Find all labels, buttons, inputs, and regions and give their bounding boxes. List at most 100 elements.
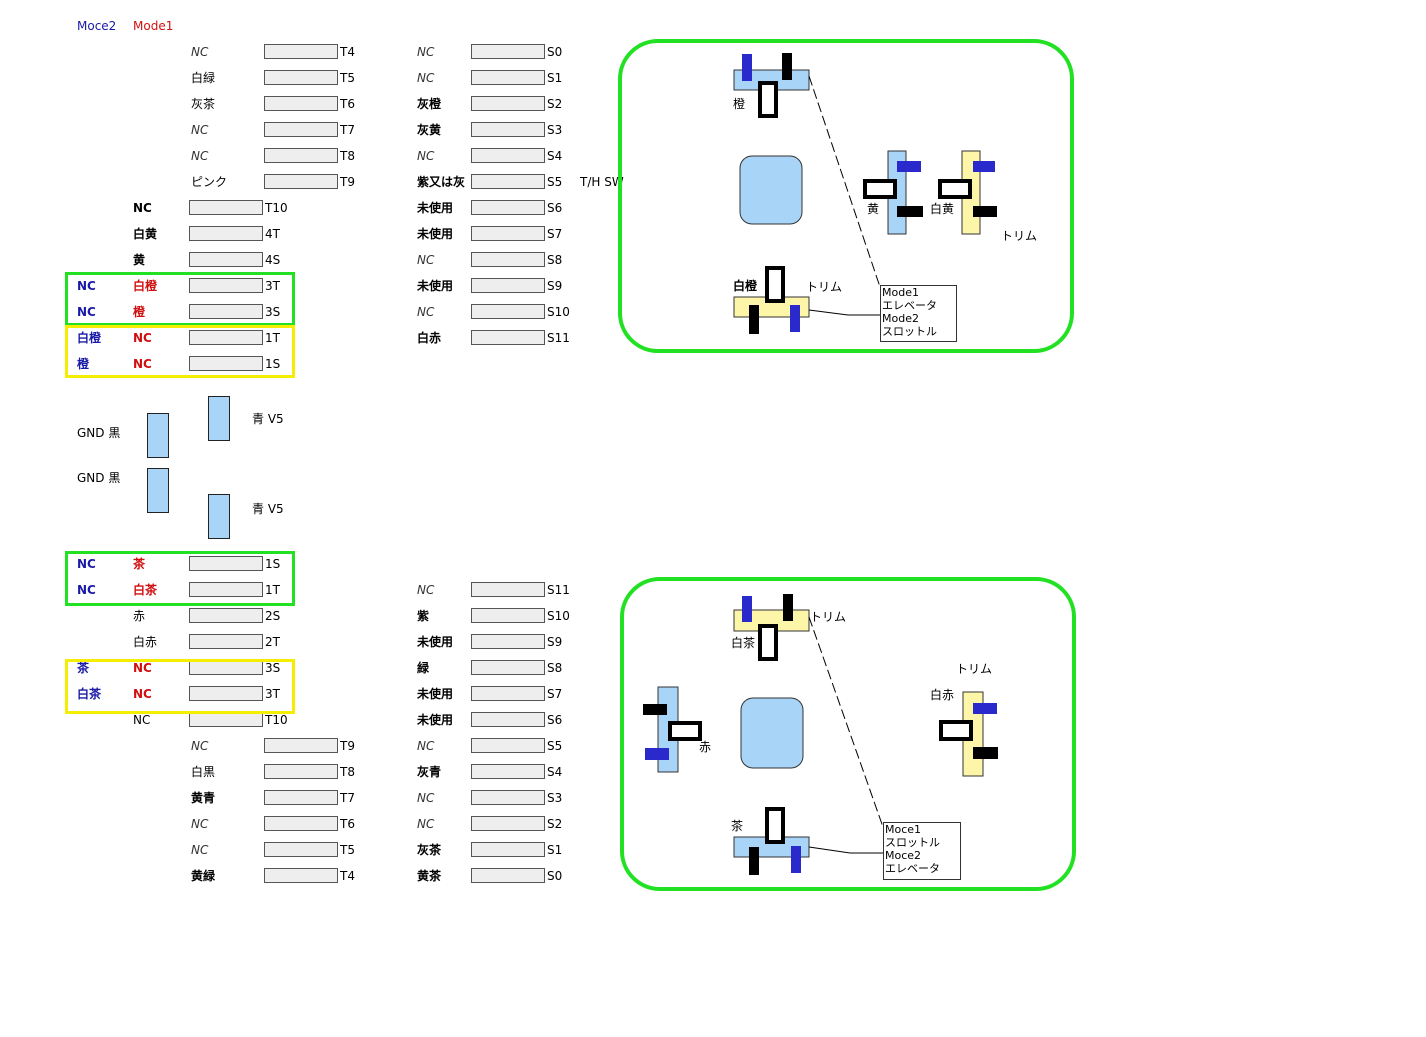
wire-label: 灰青 [417, 765, 442, 779]
wire-label: 黄青 [191, 791, 216, 805]
mode2-wire-label: NC [77, 279, 96, 293]
trim-label: トリム [956, 662, 993, 676]
note-line: エレベータ [882, 299, 937, 312]
pin-id: 2T [265, 635, 280, 649]
transmitter-diagram-top [733, 53, 997, 334]
pin-id: 2S [265, 609, 281, 623]
wire-label: 黄 [133, 253, 146, 267]
wire-label: NC [191, 843, 209, 857]
wire-label: NC [417, 583, 435, 597]
pin-id: T10 [265, 713, 288, 727]
pin-slot [471, 816, 545, 831]
pin-id: T9 [340, 175, 355, 189]
mode-highlight-green [65, 272, 295, 326]
pin-slot [471, 304, 545, 319]
trim-black [749, 305, 759, 334]
pin-id: S9 [547, 279, 563, 293]
pin-id: T9 [340, 739, 355, 753]
pin-id: S3 [547, 123, 563, 137]
pin-id: 3T [265, 687, 280, 701]
wire-label: 灰黄 [417, 123, 442, 137]
center-pad [739, 155, 803, 225]
note-line: スロットル [882, 325, 937, 338]
wire-label: NC [417, 305, 435, 319]
pin-id: 3T [265, 279, 280, 293]
pin-slot [471, 122, 545, 137]
pin-slot [189, 330, 263, 345]
mode2-wire-label: NC [77, 305, 96, 319]
wire-label: 緑 [417, 661, 430, 675]
pin-id: T5 [340, 71, 355, 85]
pin-id: 1S [265, 357, 281, 371]
pin-slot [471, 226, 545, 241]
legend-mode2: Moce2 [77, 19, 117, 33]
trim-blue [791, 846, 801, 873]
th-sw-label: T/H SW [580, 175, 624, 189]
stick-knob [758, 624, 778, 661]
trim-black [783, 594, 793, 621]
pin-slot [471, 278, 545, 293]
pin-id: T4 [340, 45, 355, 59]
wire-label: 灰茶 [417, 843, 442, 857]
wire-label: 白黒 [191, 765, 216, 779]
pin-id: S4 [547, 765, 563, 779]
wire-label: 未使用 [417, 687, 454, 701]
legend-mode1: Mode1 [133, 19, 174, 33]
wire-label: 灰茶 [191, 97, 216, 111]
mode1-wire-label: NC [133, 687, 152, 701]
pin-slot [189, 686, 263, 701]
pin-slot [264, 148, 338, 163]
stick-label: 茶 [731, 819, 744, 833]
mode2-wire-label: 茶 [77, 661, 90, 675]
wire-label: NC [133, 713, 151, 727]
pin-slot [189, 634, 263, 649]
pin-id: S9 [547, 635, 563, 649]
pin-id: S3 [547, 791, 563, 805]
pin-id: S7 [547, 687, 563, 701]
pin-id: S5 [547, 739, 563, 753]
mode-note-bottom: Moce1 スロットル Moce2 エレベータ [883, 822, 961, 880]
pin-slot [264, 738, 338, 753]
pin-slot [471, 200, 545, 215]
pin-slot [471, 252, 545, 267]
stick-knob [758, 81, 778, 118]
pin-slot [264, 174, 338, 189]
wire-label: 黄緑 [191, 869, 216, 883]
pin-slot [471, 608, 545, 623]
transmitter-panel-top [618, 39, 1074, 353]
leader-line [808, 309, 880, 316]
note-line: Mode1 [882, 286, 919, 299]
pin-id: T10 [265, 201, 288, 215]
wire-label: 白緑 [191, 71, 216, 85]
wire-label: NC [133, 201, 152, 215]
pin-slot [189, 356, 263, 371]
pin-slot [471, 330, 545, 345]
stick-label: 白赤 [930, 688, 955, 702]
mode-highlight-yellow [65, 325, 295, 378]
pin-slot [471, 868, 545, 883]
pin-slot [264, 842, 338, 857]
pin-slot [471, 96, 545, 111]
wire-label: 灰橙 [417, 97, 442, 111]
pin-id: 1T [265, 331, 280, 345]
mode-note-top: Mode1 エレベータ Mode2 スロットル [880, 285, 957, 342]
trim-black [973, 206, 997, 217]
note-line: スロットル [885, 836, 940, 849]
note-line: Mode2 [882, 312, 919, 325]
gnd-pin-1 [147, 413, 169, 458]
wire-label: 未使用 [417, 713, 454, 727]
pin-slot [471, 686, 545, 701]
stick-knob [938, 179, 972, 199]
mode2-wire-label: 白橙 [77, 331, 102, 345]
mode2-wire-label: 白茶 [77, 687, 102, 701]
pin-slot [264, 44, 338, 59]
stick-label: 黄 [867, 202, 880, 216]
trim-black [897, 206, 923, 217]
center-pad [740, 697, 804, 769]
wire-label: 未使用 [417, 635, 454, 649]
pin-slot [264, 122, 338, 137]
mode1-wire-label: 白橙 [133, 279, 158, 293]
wire-label: 紫 [417, 609, 430, 623]
pin-slot [471, 660, 545, 675]
pin-id: S1 [547, 71, 563, 85]
